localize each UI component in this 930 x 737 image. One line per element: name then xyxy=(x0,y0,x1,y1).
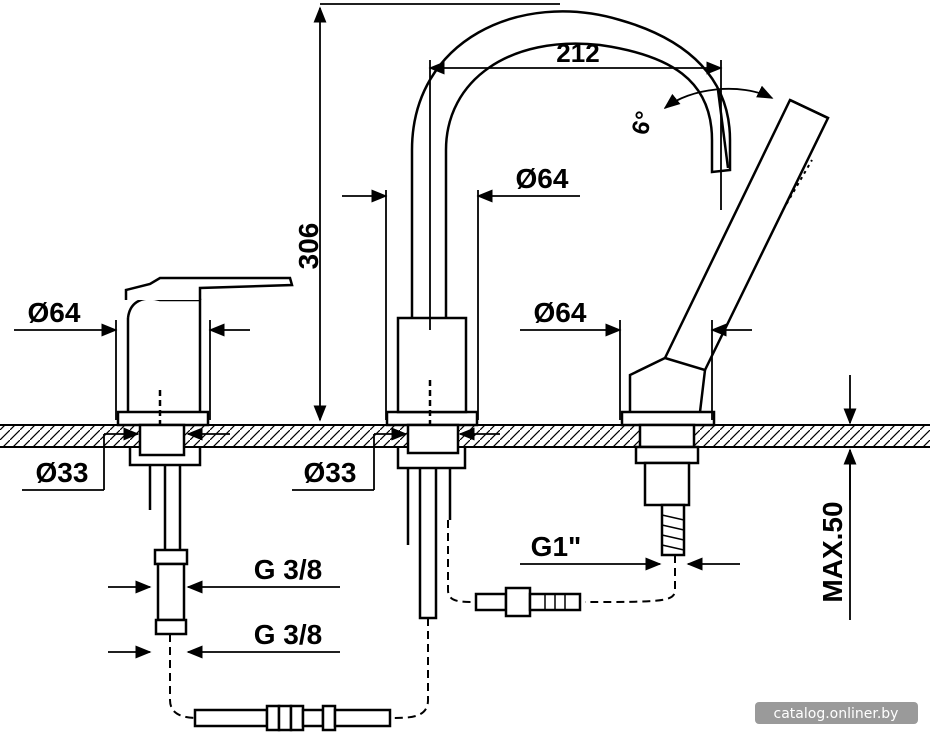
height-total-label: 306 xyxy=(293,223,324,270)
watermark: catalog.onliner.by xyxy=(755,702,918,724)
deck-thickness-label: MAX.50 xyxy=(817,501,848,602)
spout-base-dia-label: Ø64 xyxy=(516,163,569,194)
hoses xyxy=(169,520,676,719)
shower-connection-label: G1" xyxy=(531,531,582,562)
shower-holder-dia-label: Ø64 xyxy=(534,297,587,328)
watermark-text: catalog.onliner.by xyxy=(774,706,899,722)
connection-upper-label: G 3/8 xyxy=(254,554,322,585)
spout-reach-label: 212 xyxy=(556,38,599,68)
mixer-hole-dia-label: Ø33 xyxy=(36,457,89,488)
spout-angle-label: 6° xyxy=(627,108,659,137)
connection-lower-label: G 3/8 xyxy=(254,619,322,650)
mixer-body-dia-label: Ø64 xyxy=(28,297,81,328)
dimension-lines xyxy=(14,3,857,659)
mixer-underside xyxy=(128,423,202,636)
spout-underside xyxy=(396,423,467,620)
shower-underside xyxy=(634,423,700,557)
spout-hole-dia-label: Ø33 xyxy=(304,457,357,488)
mixer-body xyxy=(116,276,294,427)
hose-connectors xyxy=(193,586,582,732)
